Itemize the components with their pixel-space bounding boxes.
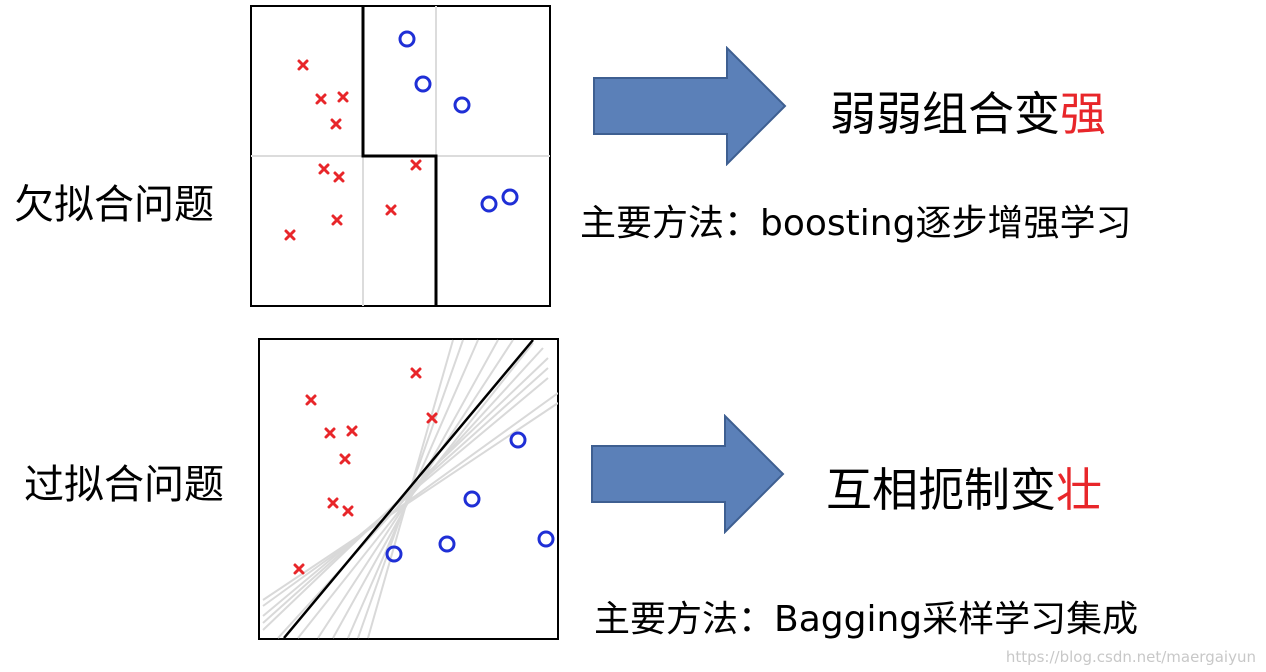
cross-point <box>284 229 296 241</box>
cross-point <box>339 453 351 465</box>
circle-point <box>385 545 403 563</box>
candidate-boundary <box>262 392 558 607</box>
decision-boundary <box>283 339 534 639</box>
cross-point <box>410 367 422 379</box>
candidate-boundary <box>262 367 549 624</box>
cross-point <box>305 394 317 406</box>
cross-point <box>410 159 422 171</box>
cross-point <box>327 497 339 509</box>
cross-point <box>337 91 349 103</box>
overfit-method: 主要方法：Bagging采样学习集成 <box>594 599 1139 640</box>
cross-point <box>385 204 397 216</box>
underfit-plot <box>250 5 552 308</box>
candidate-boundaries <box>262 339 558 639</box>
overfit-headline: 互相扼制变壮 <box>826 454 1102 520</box>
circle-point <box>414 75 432 93</box>
circle-point <box>453 96 471 114</box>
circle-point <box>438 535 456 553</box>
cross-point <box>330 118 342 130</box>
cross-point <box>331 214 343 226</box>
cross-point <box>318 163 330 175</box>
class-circle-points <box>398 30 519 213</box>
cross-point <box>346 425 358 437</box>
arrow-right-icon <box>591 414 785 534</box>
candidate-boundary <box>332 339 499 639</box>
headline-accent-text: 强 <box>1060 87 1106 141</box>
cross-point <box>297 59 309 71</box>
headline-main-text: 互相扼制变 <box>826 463 1056 517</box>
cross-point <box>342 505 354 517</box>
circle-point <box>509 431 527 449</box>
cross-point <box>333 171 345 183</box>
underfit-headline: 弱弱组合变强 <box>830 78 1106 144</box>
circle-point <box>480 195 498 213</box>
overfit-plot <box>258 338 560 641</box>
class-circle-points <box>385 431 555 563</box>
decision-boundary <box>361 6 438 306</box>
cross-point <box>293 563 305 575</box>
class-cross-points <box>284 59 422 241</box>
underfit-method: 主要方法：boosting逐步增强学习 <box>580 203 1132 244</box>
headline-accent-text: 壮 <box>1056 463 1102 517</box>
circle-point <box>463 490 481 508</box>
candidate-boundary <box>262 402 558 601</box>
circle-point <box>501 188 519 206</box>
candidate-boundary <box>367 339 454 639</box>
headline-main-text: 弱弱组合变 <box>830 87 1060 141</box>
cross-point <box>324 427 336 439</box>
class-cross-points <box>293 367 438 575</box>
arrow-right-icon <box>593 46 787 166</box>
cross-point <box>426 412 438 424</box>
underfit-label: 欠拟合问题 <box>14 182 214 228</box>
circle-point <box>537 530 555 548</box>
watermark-text: https://blog.csdn.net/maergaiyun <box>1005 648 1256 666</box>
circle-point <box>398 30 416 48</box>
overfit-label: 过拟合问题 <box>24 462 224 508</box>
candidate-boundary <box>347 339 479 639</box>
cross-point <box>315 93 327 105</box>
